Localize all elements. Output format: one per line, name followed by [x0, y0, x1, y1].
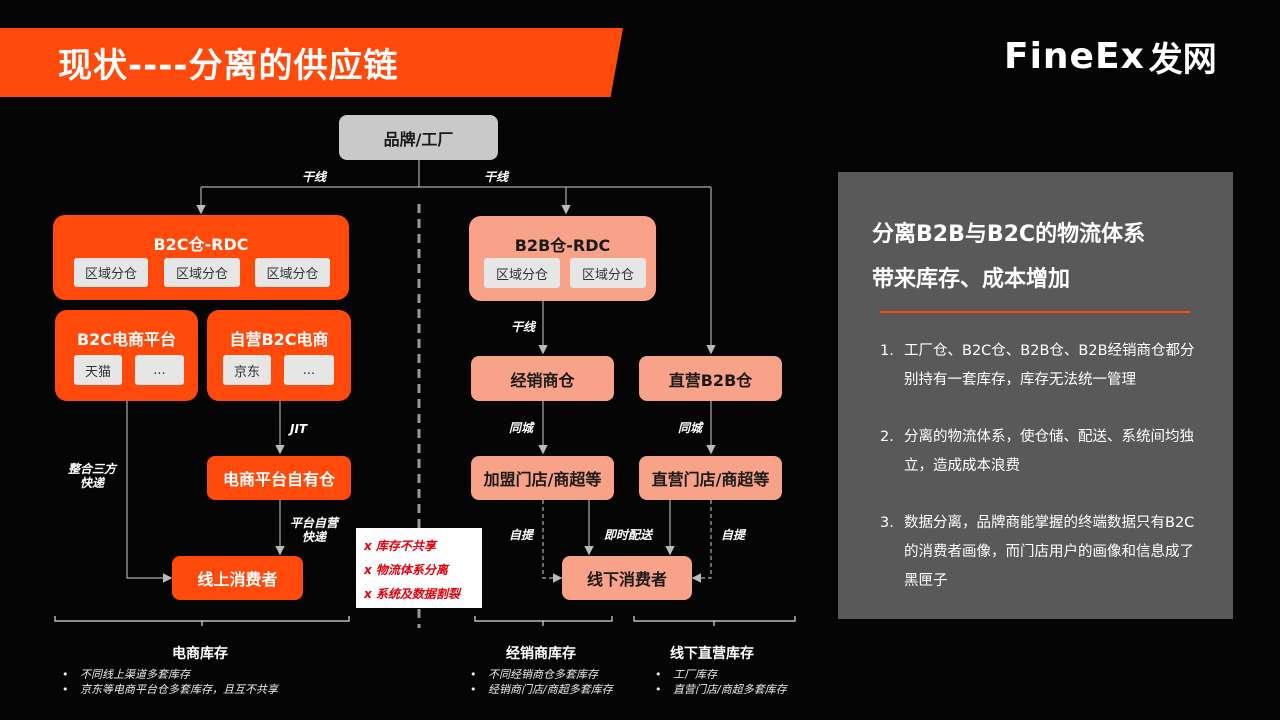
- panel-point: 1. 工厂仓、B2C仓、B2B仓、B2B经销商仓都分别持有一套库存，库存无法统一…: [880, 337, 1210, 397]
- list-item: •不同线上渠道多套库存: [62, 668, 190, 681]
- b2c-rdc-title: B2C仓-RDC: [153, 235, 249, 254]
- b2b-trunk-label: 干线: [511, 320, 536, 334]
- list-item: •京东等电商平台仓多套库存，且互不共享: [62, 683, 278, 696]
- platform-warehouse-node: 电商平台自有仓: [207, 456, 351, 500]
- platform-express-label-text: 平台自营 快递: [290, 516, 339, 544]
- b2c-region-chip: 区域分仓: [164, 258, 240, 287]
- dealer-warehouse-node: 经销商仓: [471, 356, 614, 401]
- self-b2c-group: 自营B2C电商 京东 ...: [207, 310, 351, 401]
- b2c-rdc-group: B2C仓-RDC 区域分仓 区域分仓 区域分仓: [53, 215, 349, 300]
- logo-wordmark: FineEx: [1004, 35, 1145, 77]
- b2b-region-chip: 区域分仓: [484, 258, 560, 288]
- panel-heading-line1: 分离B2B与B2C的物流体系: [872, 222, 1146, 247]
- footer-ecommerce-list: •不同线上渠道多套库存 •京东等电商平台仓多套库存，且互不共享: [62, 667, 278, 697]
- trunk-label-left: 干线: [302, 170, 327, 184]
- online-consumer-node: 线上消费者: [172, 556, 303, 600]
- more-chip: ...: [284, 355, 334, 385]
- self-b2c-title: 自营B2C电商: [229, 330, 329, 349]
- list-item: •直营门店/商超多套库存: [655, 683, 787, 696]
- list-item-text: 经销商门店/商超多套库存: [488, 683, 613, 696]
- list-item-text: 工厂库存: [673, 668, 717, 681]
- panel-point-number: 3.: [880, 515, 894, 531]
- logo-chinese: 发网: [1148, 39, 1217, 80]
- platform-express-label: 平台自营 快递: [290, 516, 338, 544]
- brand-factory-node: 品牌/工厂: [339, 115, 498, 160]
- jit-label: JIT: [290, 422, 308, 436]
- trunk-label-right: 干线: [484, 170, 509, 184]
- panel-point: 3. 数据分离，品牌商能掌握的终端数据只有B2C的消费者画像，而门店用户的画像和…: [880, 509, 1210, 599]
- panel-heading-line2: 带来库存、成本增加: [872, 267, 1071, 292]
- summary-panel: 分离B2B与B2C的物流体系 带来库存、成本增加 1. 工厂仓、B2C仓、B2B…: [838, 172, 1233, 619]
- panel-point-text: 工厂仓、B2C仓、B2B仓、B2B经销商仓都分别持有一套库存，库存无法统一管理: [904, 343, 1195, 388]
- list-item-text: 直营门店/商超多套库存: [673, 683, 787, 696]
- b2c-region-chip: 区域分仓: [74, 258, 148, 287]
- third-party-label-text: 整合三方 快递: [68, 462, 117, 490]
- warning-item: x 库存不共享: [364, 539, 436, 553]
- panel-point-text: 分离的物流体系，使仓储、配送、系统间均独立，造成成本浪费: [904, 429, 1194, 474]
- franchise-store-node: 加盟门店/商超等: [471, 456, 614, 500]
- panel-point-text: 数据分离，品牌商能掌握的终端数据只有B2C的消费者画像，而门店用户的画像和信息成…: [904, 515, 1195, 589]
- panel-point: 2. 分离的物流体系，使仓储、配送、系统间均独立，造成成本浪费: [880, 423, 1210, 483]
- instant-delivery-label: 即时配送: [604, 528, 653, 542]
- same-city-label-left: 同城: [509, 421, 534, 435]
- self-pickup-label-right: 自提: [721, 528, 746, 542]
- warning-box: x 库存不共享 x 物流体系分离 x 系统及数据割裂: [356, 528, 482, 608]
- b2c-platform-group: B2C电商平台 天猫 ...: [55, 310, 198, 401]
- direct-store-node: 直营门店/商超等: [639, 456, 782, 500]
- b2b-region-chip: 区域分仓: [570, 258, 646, 288]
- list-item-text: 不同线上渠道多套库存: [80, 668, 190, 681]
- list-item: •不同经销商仓多套库存: [470, 668, 598, 681]
- jd-chip: 京东: [223, 355, 271, 385]
- footer-offline-title: 线下直营库存: [670, 646, 754, 662]
- panel-divider: [880, 311, 1190, 313]
- footer-dealer-list: •不同经销商仓多套库存 •经销商门店/商超多套库存: [470, 667, 613, 697]
- self-pickup-label-left: 自提: [509, 528, 534, 542]
- list-item-text: 京东等电商平台仓多套库存，且互不共享: [80, 683, 278, 696]
- offline-consumer-node: 线下消费者: [562, 556, 692, 600]
- list-item-text: 不同经销商仓多套库存: [488, 668, 598, 681]
- b2b-rdc-group: B2B仓-RDC 区域分仓 区域分仓: [469, 216, 656, 301]
- more-chip: ...: [135, 355, 184, 385]
- panel-point-number: 1.: [880, 343, 894, 359]
- b2b-rdc-title: B2B仓-RDC: [514, 236, 611, 255]
- warning-item: x 物流体系分离: [364, 563, 448, 577]
- same-city-label-right: 同城: [678, 421, 703, 435]
- third-party-label: 整合三方 快递: [68, 462, 116, 490]
- footer-dealer-title: 经销商库存: [506, 646, 576, 662]
- footer-offline-list: •工厂库存 •直营门店/商超多套库存: [655, 667, 787, 697]
- direct-b2b-warehouse-node: 直营B2B仓: [639, 356, 782, 401]
- title-banner: [0, 28, 623, 97]
- list-item: •工厂库存: [655, 668, 717, 681]
- page-title: 现状----分离的供应链: [58, 46, 399, 86]
- footer-ecommerce-title: 电商库存: [172, 646, 228, 662]
- b2c-platform-title: B2C电商平台: [76, 330, 177, 349]
- list-item: •经销商门店/商超多套库存: [470, 683, 613, 696]
- tmall-chip: 天猫: [74, 355, 122, 385]
- brand-logo: FineEx 发网: [1004, 30, 1244, 82]
- b2c-region-chip: 区域分仓: [255, 258, 330, 287]
- warning-item: x 系统及数据割裂: [364, 587, 460, 601]
- panel-point-number: 2.: [880, 429, 894, 445]
